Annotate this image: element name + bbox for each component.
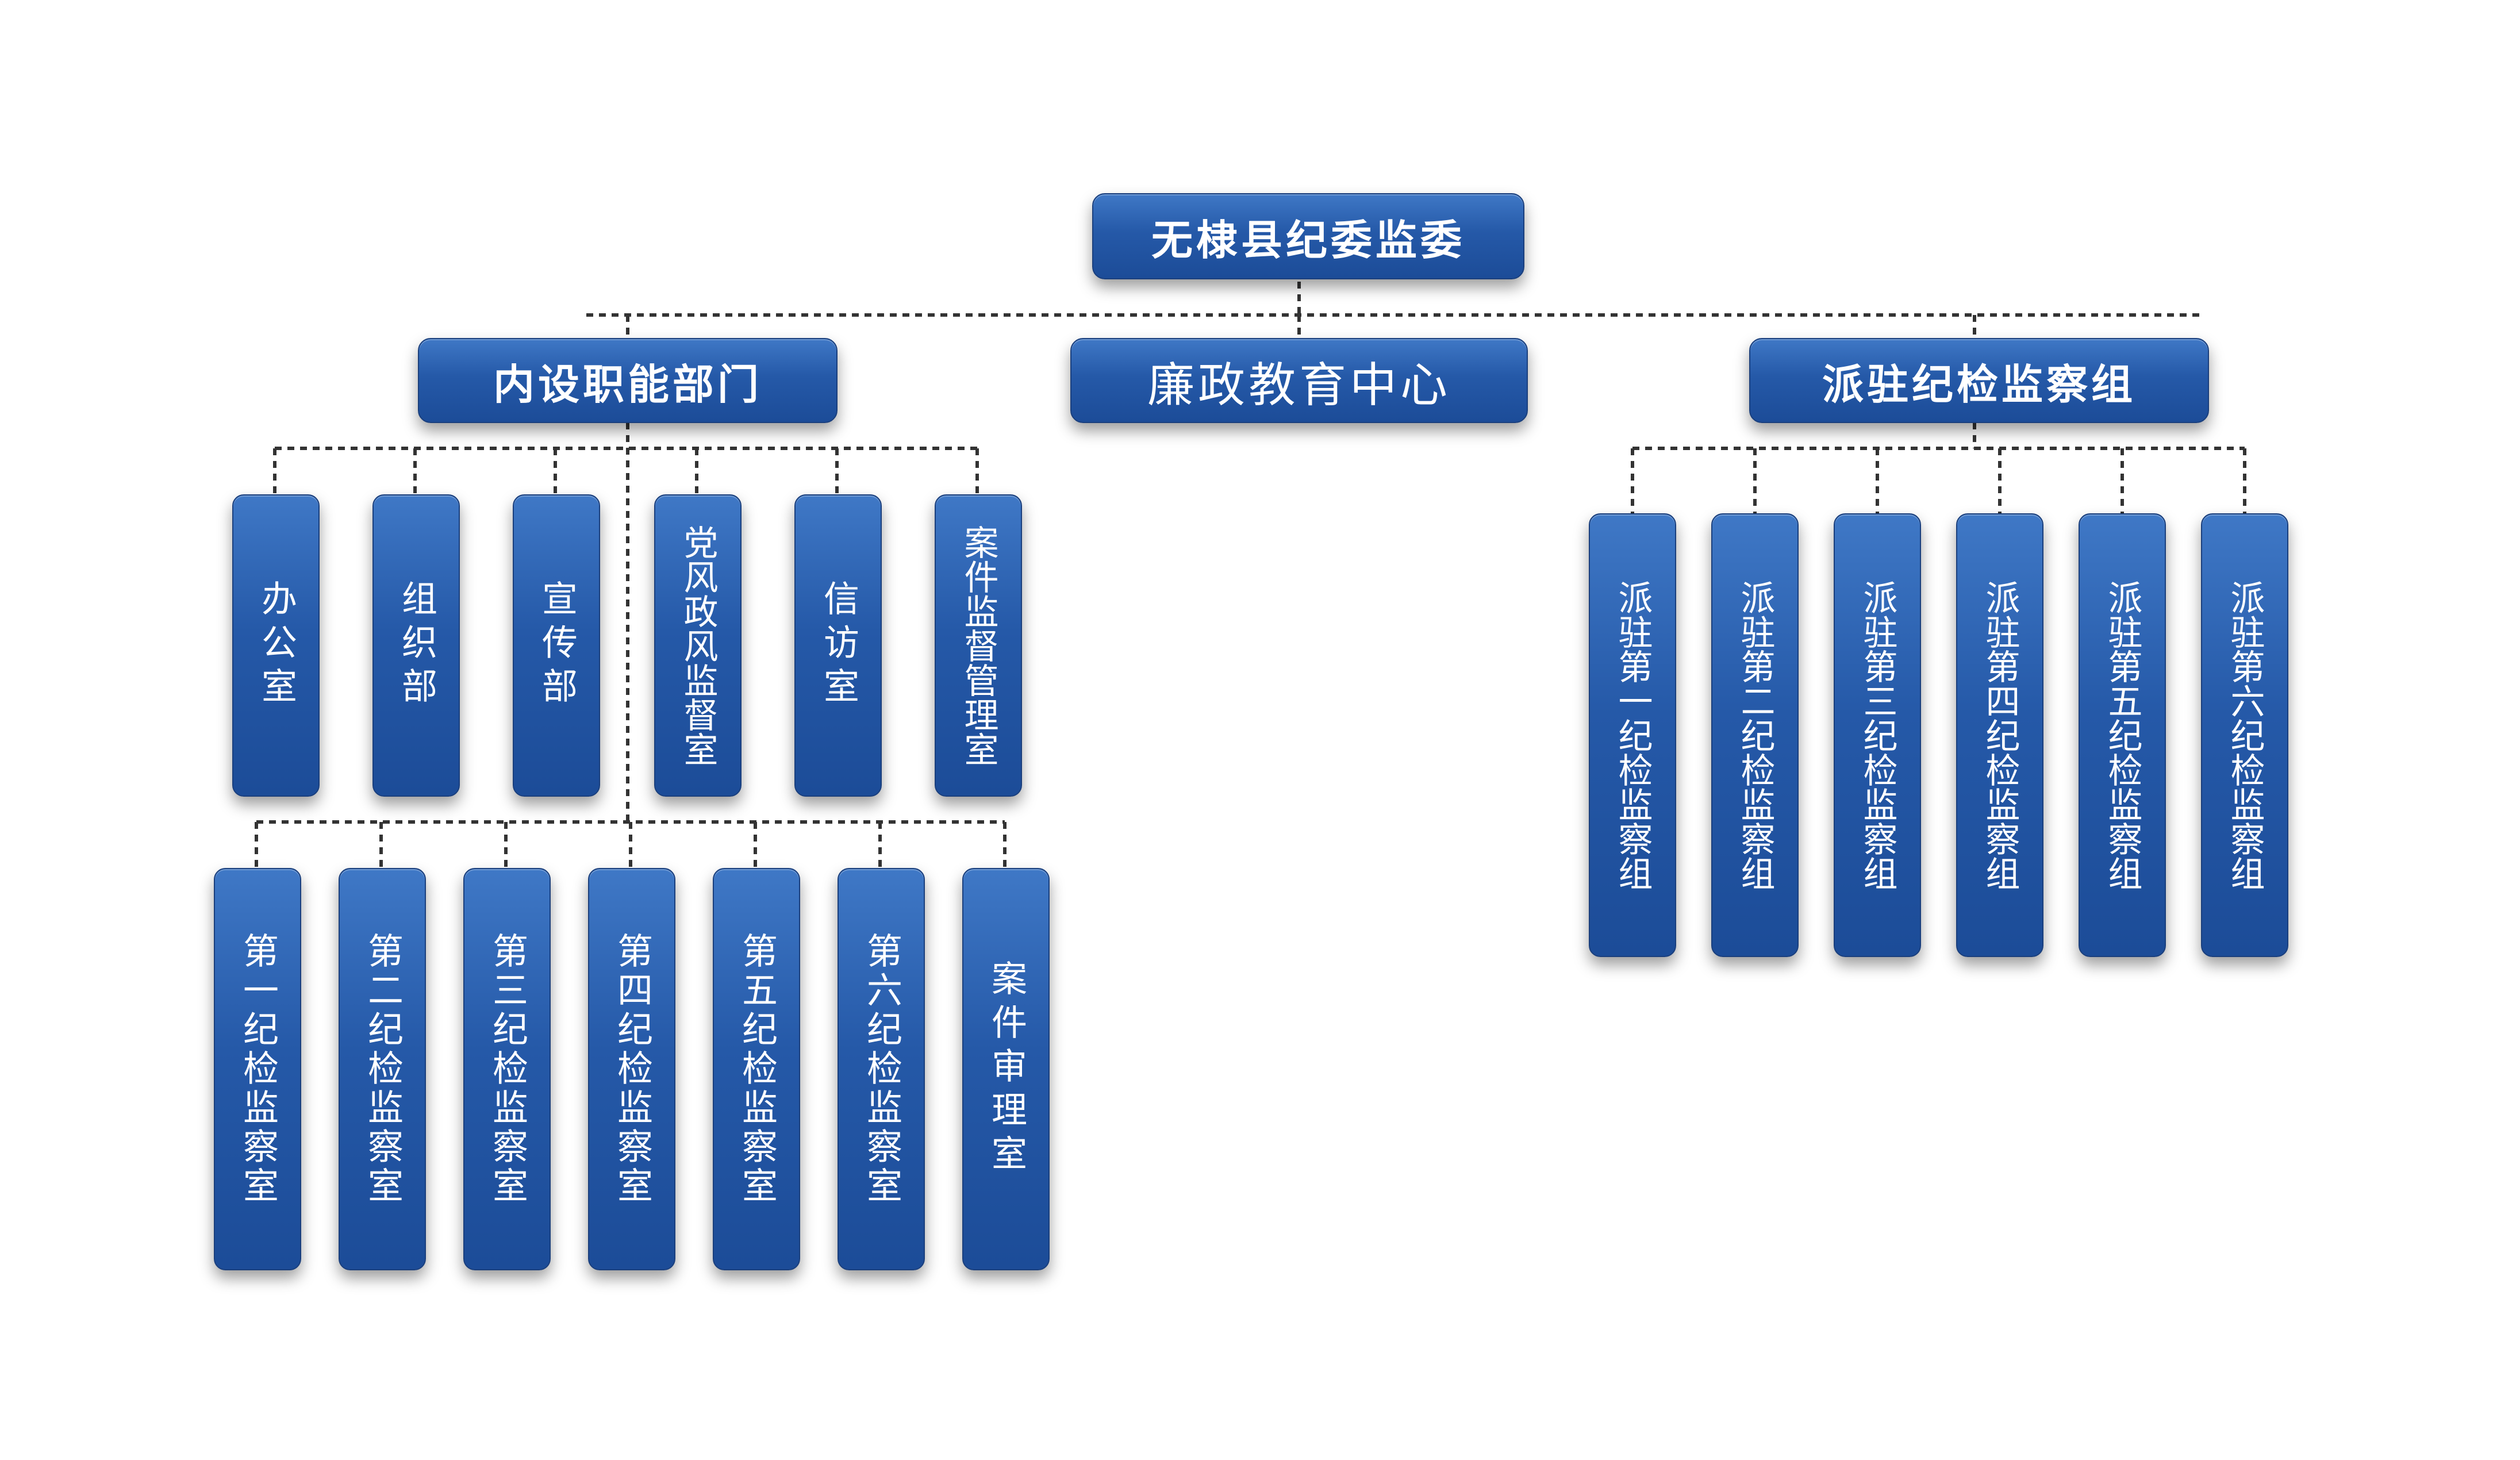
- root-node[interactable]: 无棣县纪委监委: [1092, 193, 1524, 279]
- internal-row2-node[interactable]: 第一纪检监察室: [214, 868, 301, 1270]
- level1-edu-node[interactable]: 廉政教育中心: [1070, 338, 1528, 423]
- internal-row2-node[interactable]: 第五纪检监察室: [713, 868, 800, 1270]
- dispatch-group-node[interactable]: 派驻第四纪检监察组: [1956, 513, 2043, 957]
- internal-row1-node[interactable]: 办公室: [232, 494, 320, 797]
- level1-internal-node[interactable]: 内设职能部门: [418, 338, 838, 423]
- dispatch-group-node[interactable]: 派驻第二纪检监察组: [1711, 513, 1799, 957]
- level1-dispatch-node[interactable]: 派驻纪检监察组: [1749, 338, 2209, 423]
- internal-row1-node[interactable]: 信访室: [794, 494, 882, 797]
- internal-row2-node[interactable]: 第四纪检监察室: [588, 868, 675, 1270]
- dispatch-group-node[interactable]: 派驻第五纪检监察组: [2079, 513, 2166, 957]
- internal-row2-node[interactable]: 案件审理室: [962, 868, 1050, 1270]
- internal-row1-node[interactable]: 宣传部: [513, 494, 600, 797]
- internal-row2-node[interactable]: 第六纪检监察室: [838, 868, 925, 1270]
- internal-row2-node[interactable]: 第三纪检监察室: [463, 868, 551, 1270]
- dispatch-group-node[interactable]: 派驻第一纪检监察组: [1589, 513, 1676, 957]
- internal-row2-node[interactable]: 第二纪检监察室: [339, 868, 426, 1270]
- dispatch-group-node[interactable]: 派驻第六纪检监察组: [2201, 513, 2288, 957]
- internal-row1-node[interactable]: 组织部: [372, 494, 460, 797]
- internal-row1-node[interactable]: 党风政风监督室: [654, 494, 742, 797]
- dispatch-group-node[interactable]: 派驻第三纪检监察组: [1834, 513, 1921, 957]
- internal-row1-node[interactable]: 案件监督管理室: [935, 494, 1022, 797]
